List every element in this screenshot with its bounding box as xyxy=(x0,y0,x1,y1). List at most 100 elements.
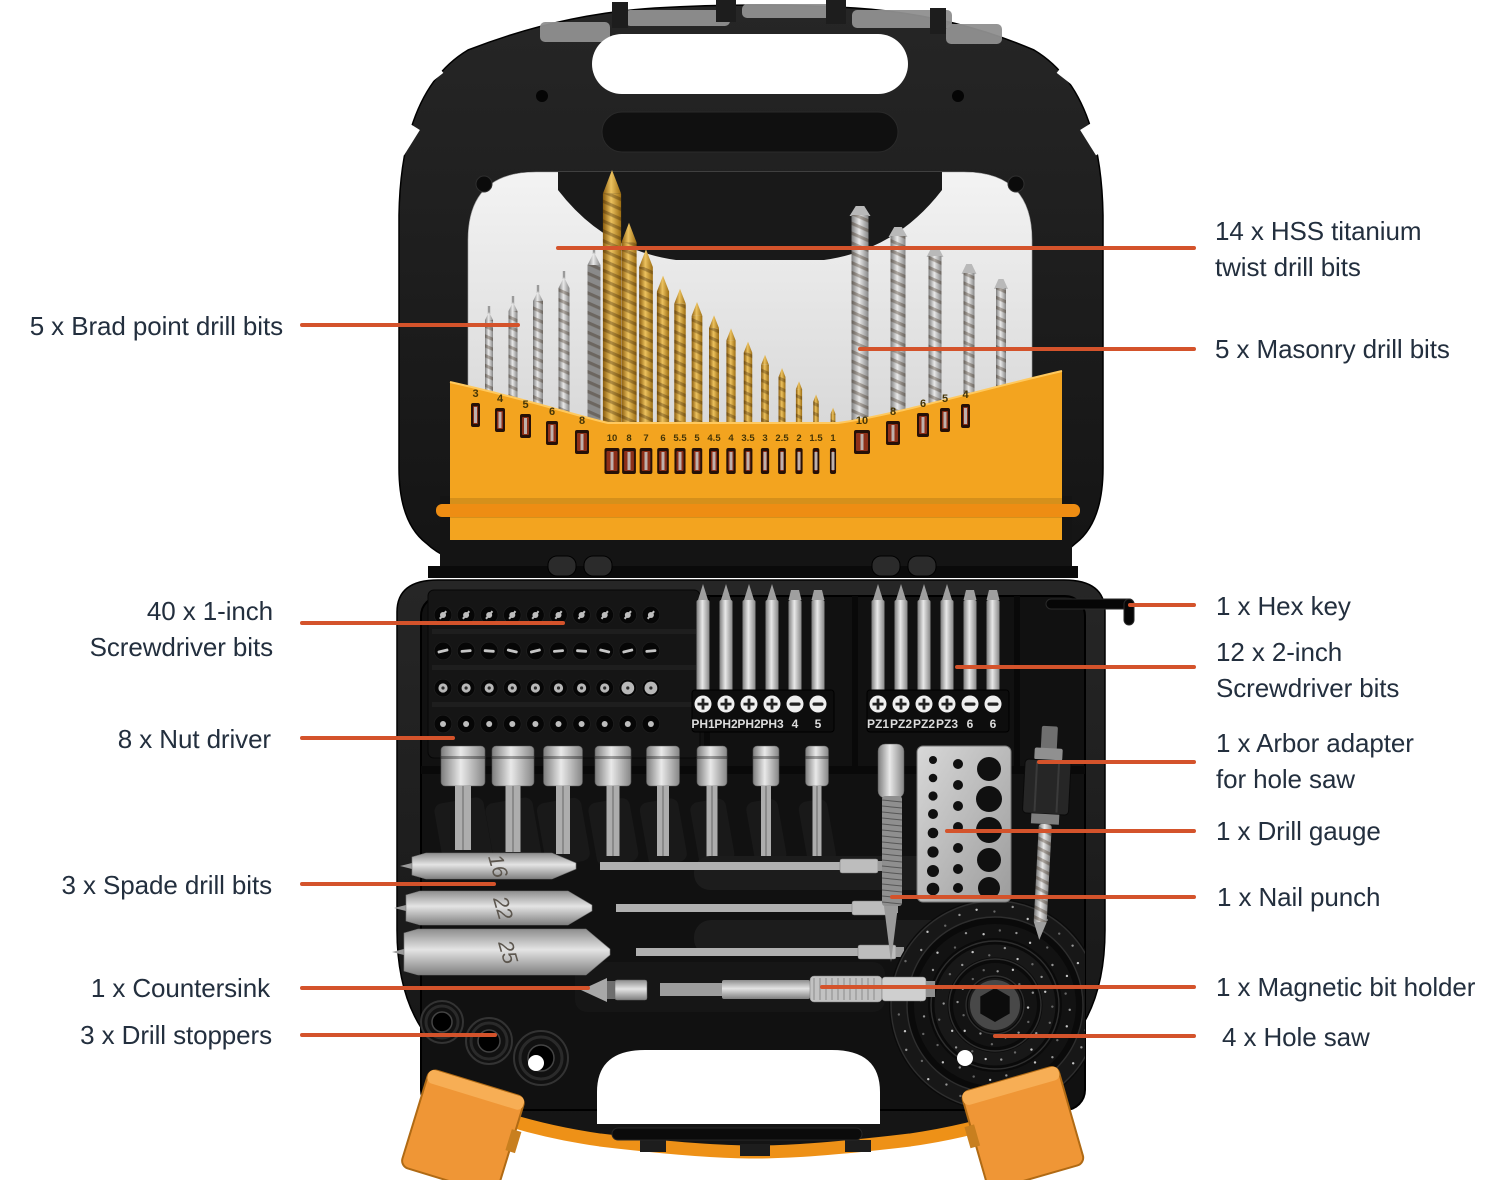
two-inch-bit xyxy=(917,600,931,692)
holder-slot xyxy=(831,452,835,470)
holder-size-number: 1 xyxy=(830,433,836,444)
one-inch-bits-tray xyxy=(432,629,696,634)
brad-point-bit xyxy=(508,296,518,436)
bit-size-label: 6 xyxy=(990,717,997,731)
hinge xyxy=(583,555,613,577)
screw-hole xyxy=(475,175,493,193)
saw-tooth-glint xyxy=(1076,961,1080,965)
hss-twist-bit xyxy=(726,328,736,341)
one-inch-bit xyxy=(624,721,631,727)
hss-twist-bit xyxy=(726,328,736,460)
saw-tooth-glint xyxy=(959,1094,962,1098)
holder-slot xyxy=(695,452,699,470)
cross-icon xyxy=(747,698,751,710)
saw-tooth-glint xyxy=(1040,975,1043,979)
gauge-hole xyxy=(929,756,937,764)
holder-slot xyxy=(814,452,818,470)
rim-accent xyxy=(540,0,1002,44)
knurl-line xyxy=(881,901,903,905)
spade-bit xyxy=(405,890,593,926)
cross-icon xyxy=(922,698,926,710)
hss-twist-bit xyxy=(656,291,670,464)
saw-tooth-glint xyxy=(1026,1006,1030,1009)
one-inch-bit xyxy=(549,641,568,661)
holder-slot xyxy=(495,408,505,432)
gauge-hole xyxy=(953,864,963,874)
two-inch-bit xyxy=(940,600,954,692)
saw-tooth-glint xyxy=(941,1061,945,1064)
label-hss-titanium-twist-drill-bits: 14 x HSS titanium twist drill bits xyxy=(1215,216,1422,282)
hss-twist-bit xyxy=(621,222,637,243)
spade-bit xyxy=(636,948,858,956)
latch-left xyxy=(401,1069,525,1180)
gauge-hole xyxy=(978,877,1000,899)
strip-notch xyxy=(845,1140,871,1152)
saw-tooth-glint xyxy=(990,1042,994,1046)
two-inch-bit xyxy=(940,584,954,692)
two-inch-bit xyxy=(986,590,1000,692)
nut-driver-socket xyxy=(798,745,836,865)
two-inch-bit xyxy=(963,590,977,600)
holder-slot xyxy=(627,452,631,470)
hss-twist-bit xyxy=(743,352,753,459)
saw-tooth-glint xyxy=(1017,1031,1020,1034)
holder-slot xyxy=(709,448,719,474)
holder-size-number: 3 xyxy=(762,433,767,444)
knurl-line xyxy=(881,871,903,875)
edge-notch xyxy=(392,62,1108,156)
edge-notch xyxy=(413,62,444,91)
saw-tooth-glint xyxy=(1027,1020,1030,1024)
holder-slot xyxy=(780,452,784,470)
magnetic-bit-holder xyxy=(722,980,810,999)
callout-line-spade-drill-bits xyxy=(300,882,496,886)
saw-tooth-glint xyxy=(958,913,961,917)
one-inch-bit xyxy=(555,721,562,727)
one-inch-bit xyxy=(526,714,545,734)
rim-accent xyxy=(826,0,846,24)
cross-icon xyxy=(945,698,949,710)
drill-stopper xyxy=(518,1035,564,1081)
label-magnetic-bit-holder: 1 x Magnetic bit holder xyxy=(1216,972,1476,1003)
one-inch-bit xyxy=(433,641,453,661)
two-inch-bit xyxy=(963,600,977,692)
two-inch-bit xyxy=(963,590,977,692)
one-inch-bit xyxy=(526,678,545,698)
nut-driver-socket xyxy=(646,756,680,759)
nail-punch xyxy=(884,906,898,962)
spade-bit xyxy=(600,862,840,870)
one-inch-bit xyxy=(549,605,568,625)
hss-twist-bit xyxy=(674,288,686,304)
brad-point-bit xyxy=(536,285,540,293)
saw-tooth-glint xyxy=(1031,991,1035,994)
saw-tooth-glint xyxy=(922,1032,925,1036)
gauge-hole xyxy=(953,883,963,893)
gauge-hole xyxy=(953,780,963,790)
nut-driver-socket xyxy=(639,745,687,866)
nail-punch xyxy=(881,799,903,905)
two-inch-bit xyxy=(742,584,756,692)
two-inch-bit xyxy=(696,600,710,692)
one-inch-bit xyxy=(618,678,637,698)
one-inch-bit xyxy=(641,605,661,625)
hinge xyxy=(428,566,1078,578)
latch-left xyxy=(505,1129,522,1154)
brad-point-bit xyxy=(562,271,566,279)
holder-size-number: 8 xyxy=(626,433,631,444)
hss-twist-bit xyxy=(691,315,703,462)
callout-line-brad-point-drill-bits xyxy=(300,323,520,327)
holder-size-number: 6 xyxy=(660,433,665,444)
one-inch-bit xyxy=(623,610,632,620)
magnetic-bit-holder xyxy=(813,978,875,1000)
holder-slot xyxy=(854,430,870,454)
holder-size-number: 4 xyxy=(728,433,734,444)
label-hex-key: 1 x Hex key xyxy=(1216,591,1351,622)
gauge-hole xyxy=(926,882,940,896)
brad-point-bit xyxy=(485,320,493,436)
brad-point-bit xyxy=(592,246,596,254)
two-inch-bit xyxy=(873,584,883,600)
hss-twist-bit xyxy=(602,170,622,472)
holder-slot xyxy=(795,448,803,474)
saw-tooth-glint xyxy=(948,972,952,976)
drill-stopper xyxy=(424,1004,460,1040)
